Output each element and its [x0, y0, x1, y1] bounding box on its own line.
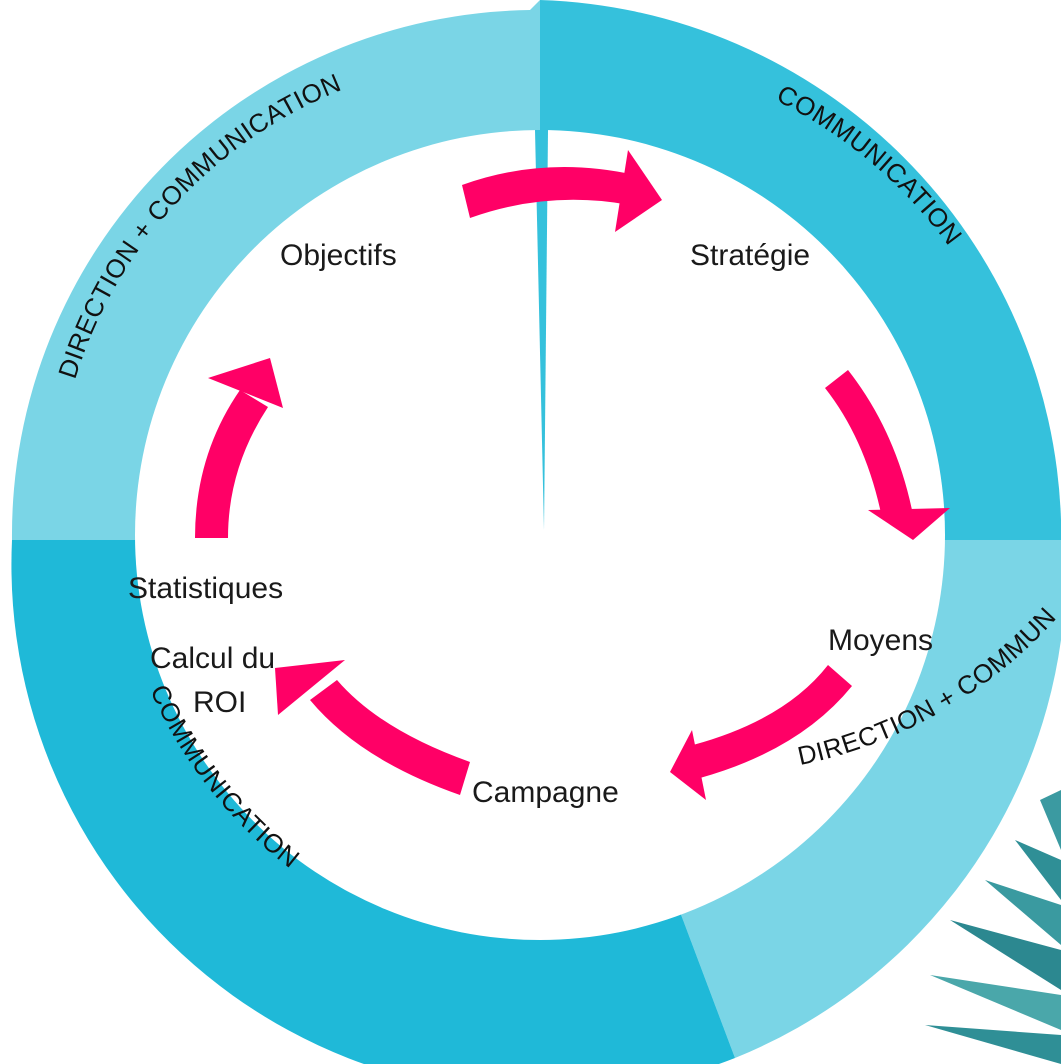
arrow-moyens-to-campagne	[670, 665, 852, 800]
step-campagne: Campagne	[472, 776, 619, 809]
step-objectifs: Objectifs	[280, 239, 397, 272]
arrow-statistiques-to-objectifs	[195, 358, 283, 538]
step-strategie: Stratégie	[690, 239, 810, 272]
arrow-campagne-to-statistiques	[275, 660, 470, 795]
step-moyens: Moyens	[828, 624, 933, 657]
palm-leaf-icon	[925, 790, 1061, 1064]
step-calcul-line1: Calcul du	[150, 642, 275, 675]
divider-line	[535, 130, 548, 530]
arrow-strategie-to-moyens	[825, 370, 950, 540]
step-statistiques: Statistiques	[128, 572, 283, 605]
arrow-objectifs-to-strategie	[462, 150, 662, 232]
step-calcul-line2: ROI	[193, 686, 246, 719]
